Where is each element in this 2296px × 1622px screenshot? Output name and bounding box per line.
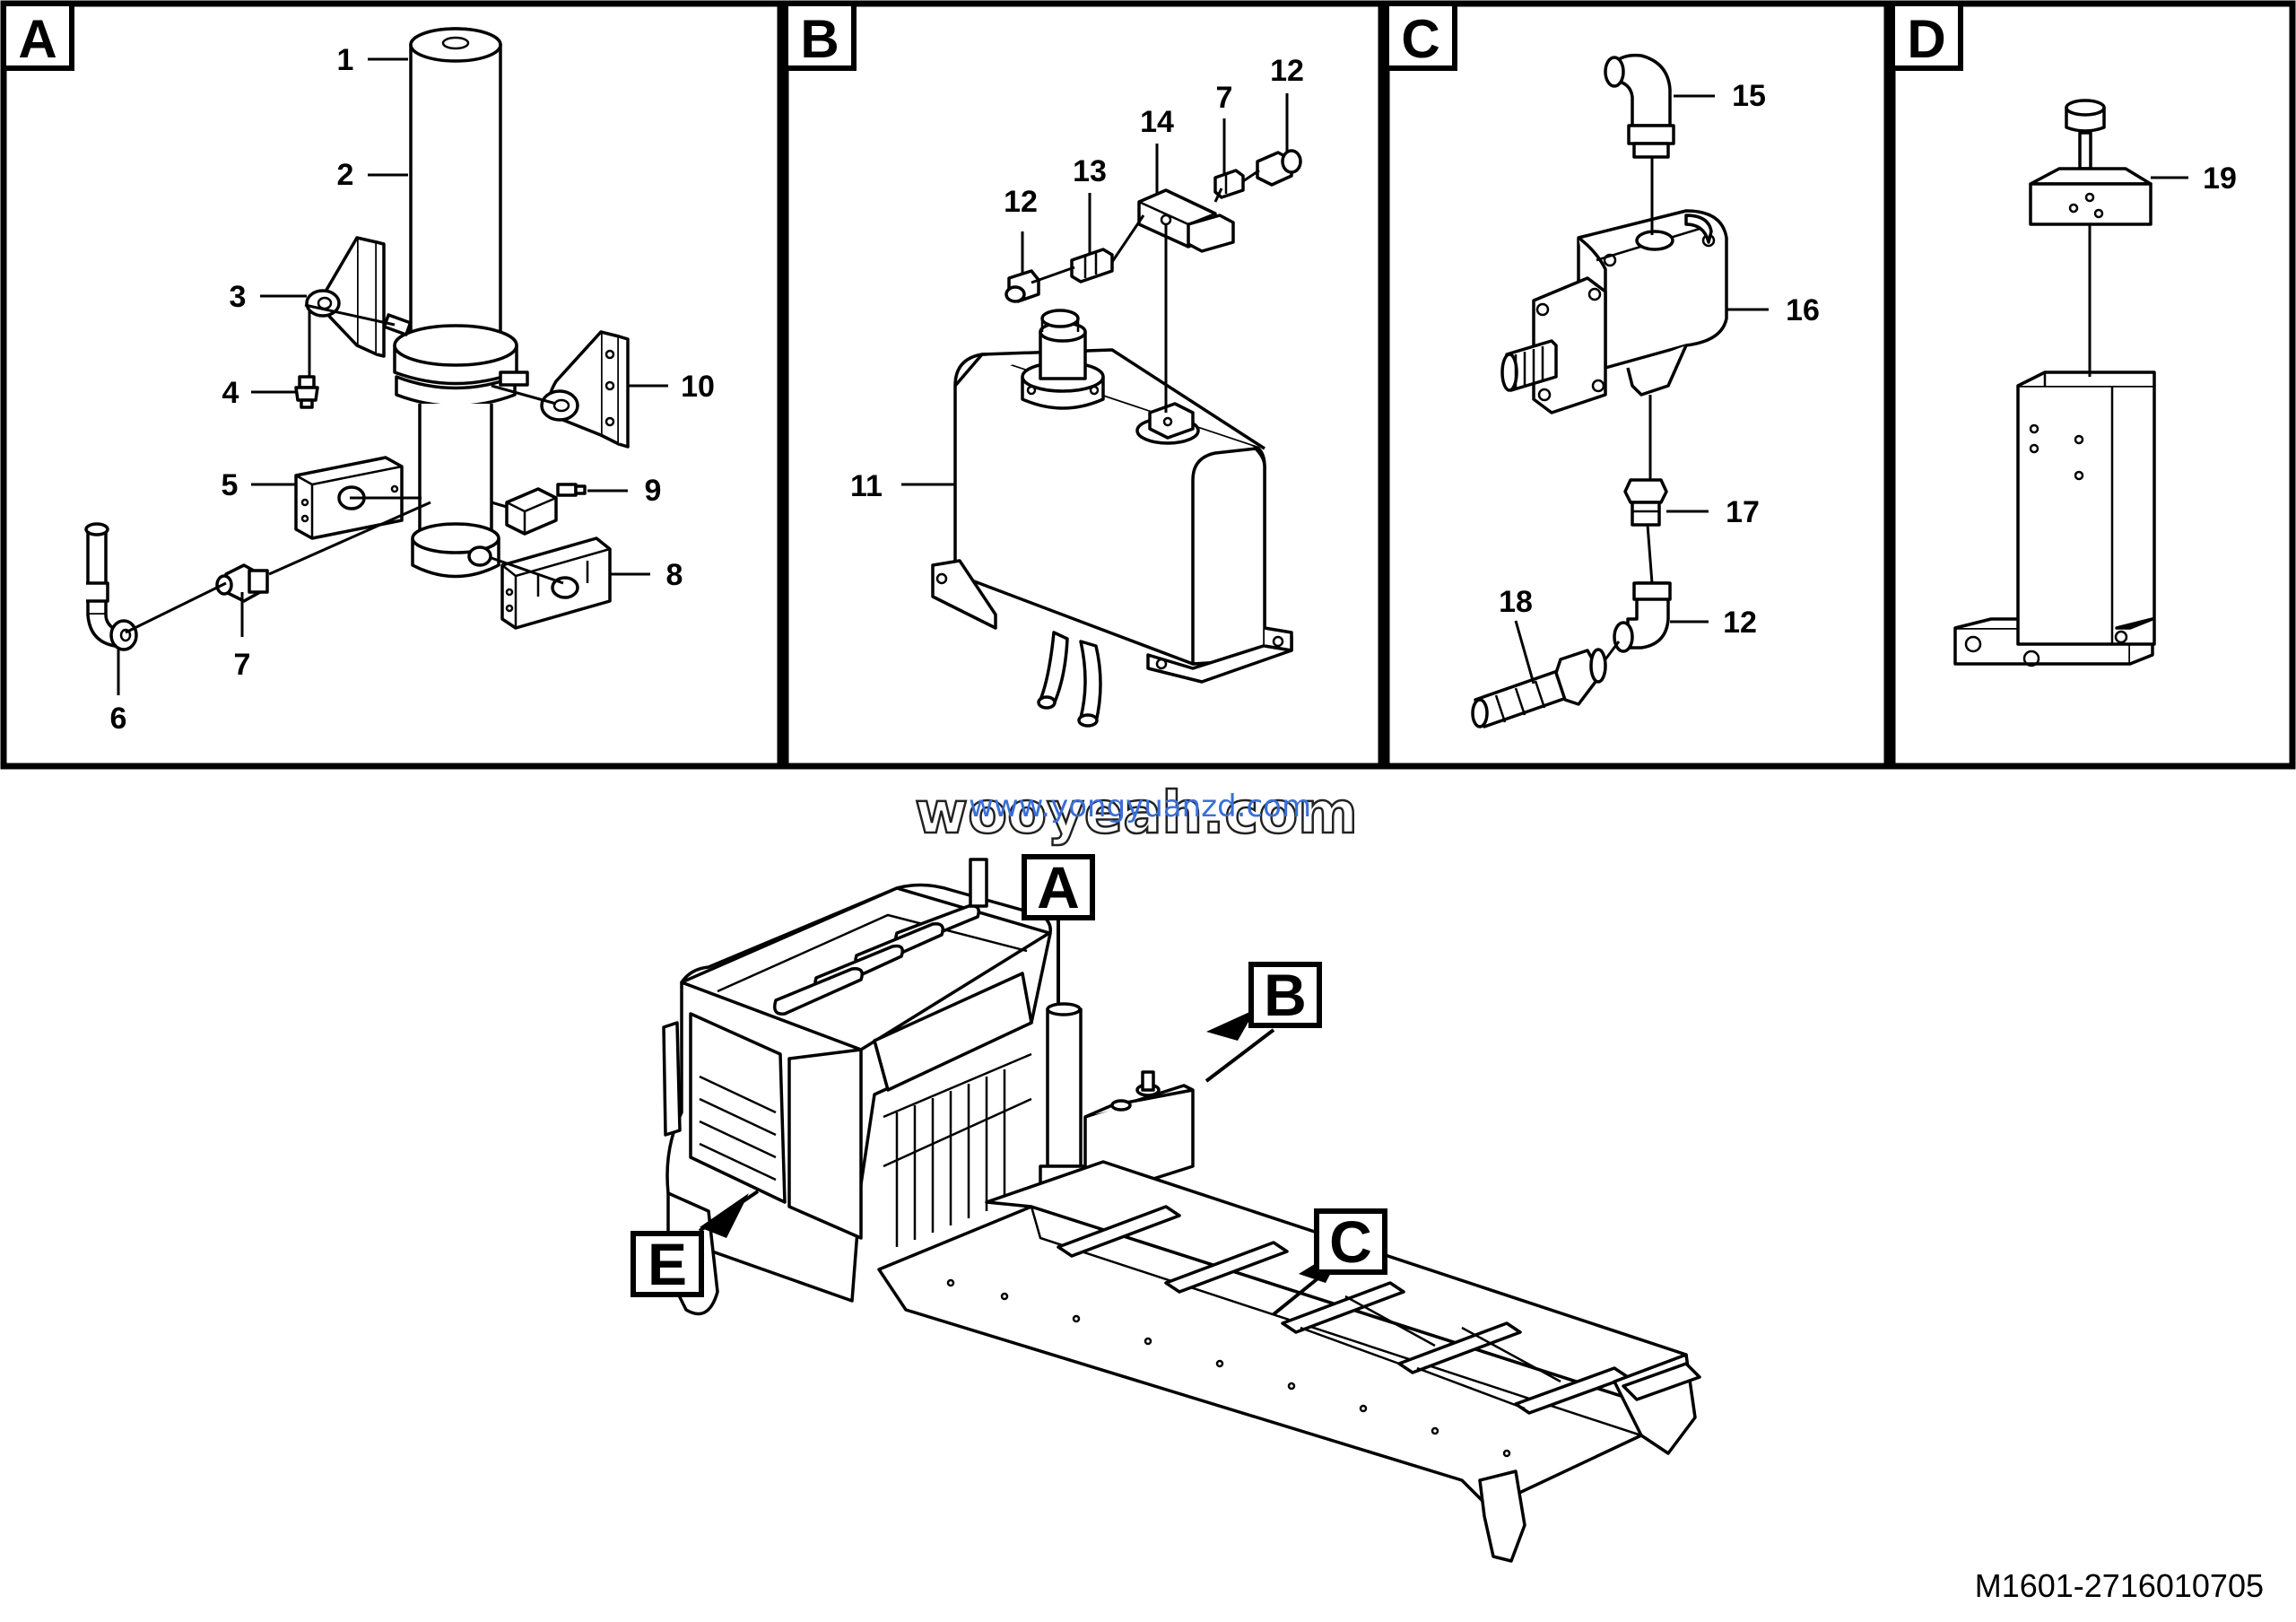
- part-number-7: 7: [234, 648, 251, 682]
- part-number-16: 16: [1786, 293, 1820, 327]
- panel-a-letter: A: [18, 9, 57, 69]
- callout-letter-a: A: [1037, 854, 1080, 920]
- part-number-4: 4: [222, 376, 239, 410]
- hose-elbow: [84, 522, 138, 651]
- straight-fitting-c: [1623, 478, 1668, 527]
- panel-c-label: C: [1384, 1, 1457, 71]
- location-callout-e: E: [631, 1190, 760, 1297]
- cylinder-collar: [393, 324, 518, 408]
- watermark-secondary: www.yongyuanzd.com: [969, 789, 1311, 824]
- elbow-fitting-left: [1004, 269, 1040, 303]
- straight-fitting: [1070, 248, 1114, 283]
- elbow-fitting-right: [1256, 149, 1302, 187]
- lever-holder-column: [1953, 371, 2156, 667]
- grease-nipple: [294, 375, 319, 409]
- cylinder-tube: [409, 27, 502, 334]
- panel-b-drawing: 11 12 13 14 7 12: [850, 54, 1304, 728]
- hose-adapter: [1471, 648, 1607, 728]
- proximity-switch: [505, 483, 587, 536]
- part-number-9: 9: [645, 474, 662, 508]
- panel-d-drawing: 19: [1953, 99, 2237, 667]
- oil-tank: [931, 309, 1293, 728]
- callout-letter-e: E: [648, 1231, 687, 1297]
- cylinder-bottom-eye: [411, 522, 500, 579]
- part-number-10: 10: [681, 370, 715, 404]
- adapter-fitting-b: [1213, 169, 1245, 199]
- truck-chassis: [877, 1160, 1701, 1563]
- panel-b-label: B: [783, 1, 857, 71]
- truck-overview: [662, 858, 1701, 1563]
- part-number-7-b: 7: [1216, 81, 1233, 115]
- panel-c-frame: [1383, 0, 1891, 770]
- part-number-15: 15: [1732, 79, 1766, 113]
- part-number-13: 13: [1073, 154, 1107, 188]
- cylinder-lower-tube: [418, 404, 493, 540]
- trunnion-pin-left: [382, 313, 413, 336]
- control-lever: [2029, 99, 2152, 226]
- bracket-left-upper: [305, 236, 386, 358]
- truck-cab: [662, 858, 1052, 1316]
- bracket-block-right: [500, 536, 612, 630]
- part-number-2: 2: [337, 158, 354, 192]
- part-number-12-c: 12: [1723, 606, 1757, 640]
- trunnion-pin-right: [499, 371, 529, 387]
- elbow-fitting-c: [1613, 581, 1672, 653]
- location-callout-b: B: [1205, 962, 1322, 1083]
- part-number-3: 3: [230, 280, 247, 314]
- part-number-18: 18: [1499, 585, 1533, 619]
- panel-b-frame: [782, 0, 1385, 770]
- panel-d-frame: [1889, 0, 2296, 770]
- panel-c-letter: C: [1401, 9, 1439, 69]
- location-callout-a: A: [1022, 854, 1095, 1005]
- part-number-12-left: 12: [1004, 185, 1038, 219]
- panel-a-drawing: 1 2 3 4 5 6 7 8 9 10: [84, 27, 715, 736]
- part-number-6: 6: [110, 702, 127, 736]
- panel-d-letter: D: [1907, 9, 1945, 69]
- panel-c-drawing: 15 16 17 18 12: [1471, 53, 1820, 728]
- callout-letter-c: C: [1329, 1208, 1372, 1275]
- panel-d-label: D: [1890, 1, 1963, 71]
- part-number-1: 1: [337, 43, 354, 77]
- part-number-19: 19: [2203, 161, 2237, 196]
- watermark-primary: wooyeah.com: [915, 780, 1358, 847]
- part-number-5: 5: [222, 468, 239, 502]
- part-number-11: 11: [850, 469, 883, 503]
- breather-port: [1135, 402, 1200, 445]
- part-number-12-right: 12: [1270, 54, 1304, 88]
- callout-letter-b: B: [1264, 962, 1307, 1028]
- panel-a-label: A: [1, 1, 74, 71]
- part-number-14: 14: [1140, 105, 1174, 139]
- valve-block: [1137, 188, 1235, 253]
- location-callout-c: C: [1272, 1208, 1387, 1316]
- part-number-8: 8: [666, 558, 683, 592]
- hydraulic-pump: [1500, 209, 1728, 414]
- elbow-fitting-top: [1604, 53, 1675, 159]
- adapter-fitting: [215, 563, 269, 603]
- bracket-right: [540, 330, 630, 449]
- drawing-code: M1601-2716010705: [1975, 1567, 2264, 1604]
- panel-a-frame: [0, 0, 784, 770]
- filler-cap: [1021, 309, 1105, 410]
- panel-b-letter: B: [800, 9, 839, 69]
- part-number-17: 17: [1726, 495, 1760, 529]
- truck-lift-cylinder: [1039, 1002, 1089, 1208]
